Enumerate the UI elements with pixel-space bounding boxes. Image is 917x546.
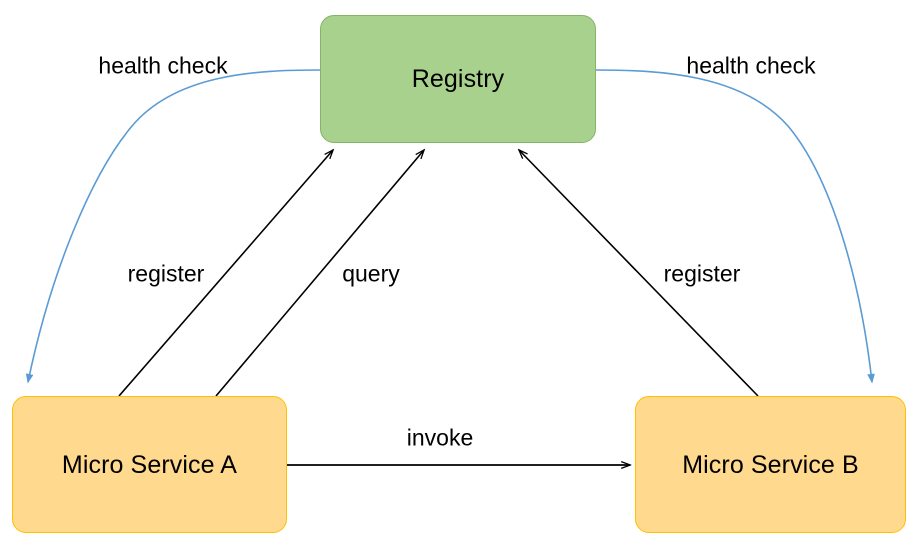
edge-label-register-right: register [663, 260, 741, 287]
node-registry-label: Registry [411, 65, 505, 93]
node-micro-service-b[interactable]: Micro Service B [635, 396, 906, 533]
node-micro-service-b-label: Micro Service B [682, 450, 859, 479]
edge-health-check-left [28, 69, 321, 382]
edge-health-check-right [595, 69, 872, 382]
edge-label-register-left: register [127, 260, 205, 287]
edge-label-health-check-right: health check [686, 52, 816, 79]
edge-label-health-check-left: health check [98, 52, 228, 79]
edge-query [215, 150, 424, 397]
edge-label-invoke: invoke [406, 424, 474, 451]
node-registry[interactable]: Registry [320, 15, 596, 143]
node-micro-service-a[interactable]: Micro Service A [12, 396, 287, 533]
node-micro-service-a-label: Micro Service A [61, 450, 238, 479]
edge-label-query: query [342, 260, 400, 287]
edge-register-left [118, 150, 333, 397]
edge-register-right [519, 150, 759, 397]
